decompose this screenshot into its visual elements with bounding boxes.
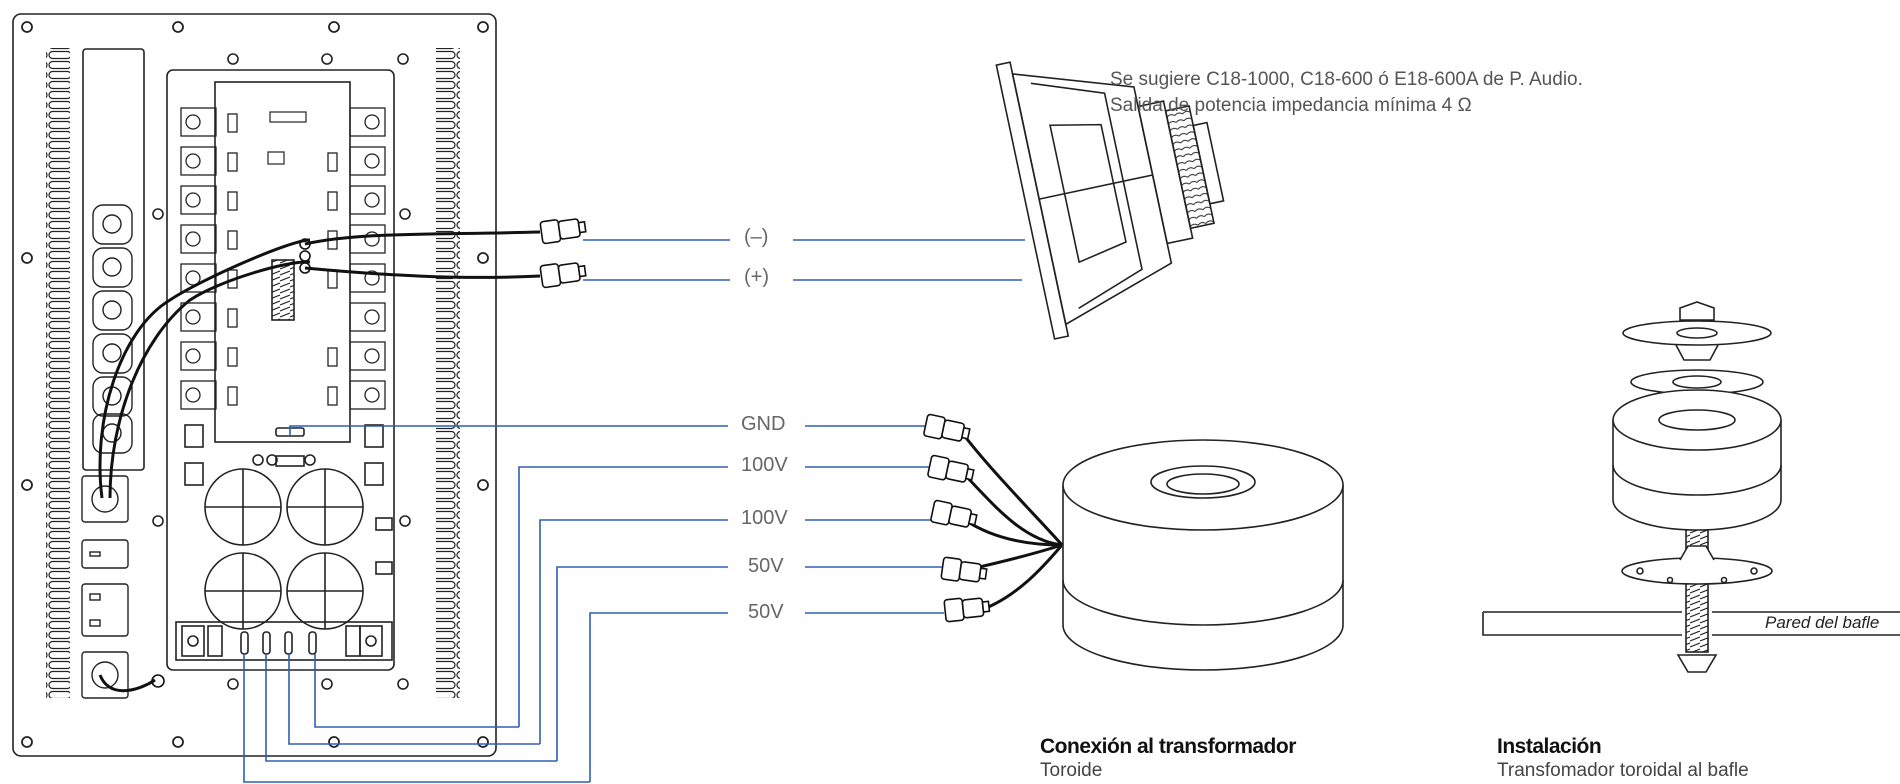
transformer-wire-lines: [243, 425, 944, 783]
speaker-positive-label: (+): [744, 266, 769, 288]
mounting-holes: [21, 21, 489, 748]
vent-slots-left: [46, 48, 70, 698]
wire-label-50v-b: 50V: [748, 601, 784, 623]
transformer-terminal-strip: [175, 621, 393, 661]
pcb-module: [214, 81, 351, 443]
woofer-speaker: [995, 61, 1225, 340]
internal-cables: [98, 238, 311, 693]
vent-slots-right: [436, 48, 460, 698]
baffle-wall: [1482, 611, 1900, 636]
amplifier-plate: [12, 13, 497, 757]
speaker-lugs: [539, 218, 587, 289]
speaker-impedance-note: Salida de potencia impedancia mínima 4 Ω: [1110, 95, 1472, 116]
wire-label-gnd: GND: [741, 413, 786, 435]
installation-caption-title: Instalación: [1497, 735, 1602, 758]
transistor-row-left: [180, 107, 238, 410]
transformer-lugs: [923, 413, 991, 623]
wire-label-100v-a: 100V: [741, 454, 788, 476]
power-inlets: [81, 475, 129, 699]
wire-label-100v-b: 100V: [741, 507, 788, 529]
transformer-caption-subtitle: Toroide: [1040, 760, 1103, 781]
installation-assembly: [1612, 301, 1782, 673]
wire-label-50v-a: 50V: [748, 555, 784, 577]
inductor-coil: [271, 259, 295, 321]
main-board: [166, 69, 395, 671]
xlr-connectors: [92, 204, 133, 454]
transistor-row-right: [327, 107, 386, 410]
transformer-caption-title: Conexión al transformador: [1040, 735, 1296, 758]
speaker-cables: [299, 230, 541, 279]
speaker-negative-label: (–): [744, 226, 769, 248]
toroidal-transformer: [1062, 439, 1344, 671]
input-panel: [82, 48, 145, 471]
speaker-wire-lines: [583, 239, 1025, 281]
installation-caption-subtitle: Transfomador toroidal al bafle: [1497, 760, 1749, 781]
filter-capacitors: [204, 468, 364, 630]
baffle-wall-label: Pared del bafle: [1765, 613, 1880, 632]
speaker-recommendation: Se sugiere C18-1000, C18-600 ó E18-600A …: [1110, 69, 1583, 90]
